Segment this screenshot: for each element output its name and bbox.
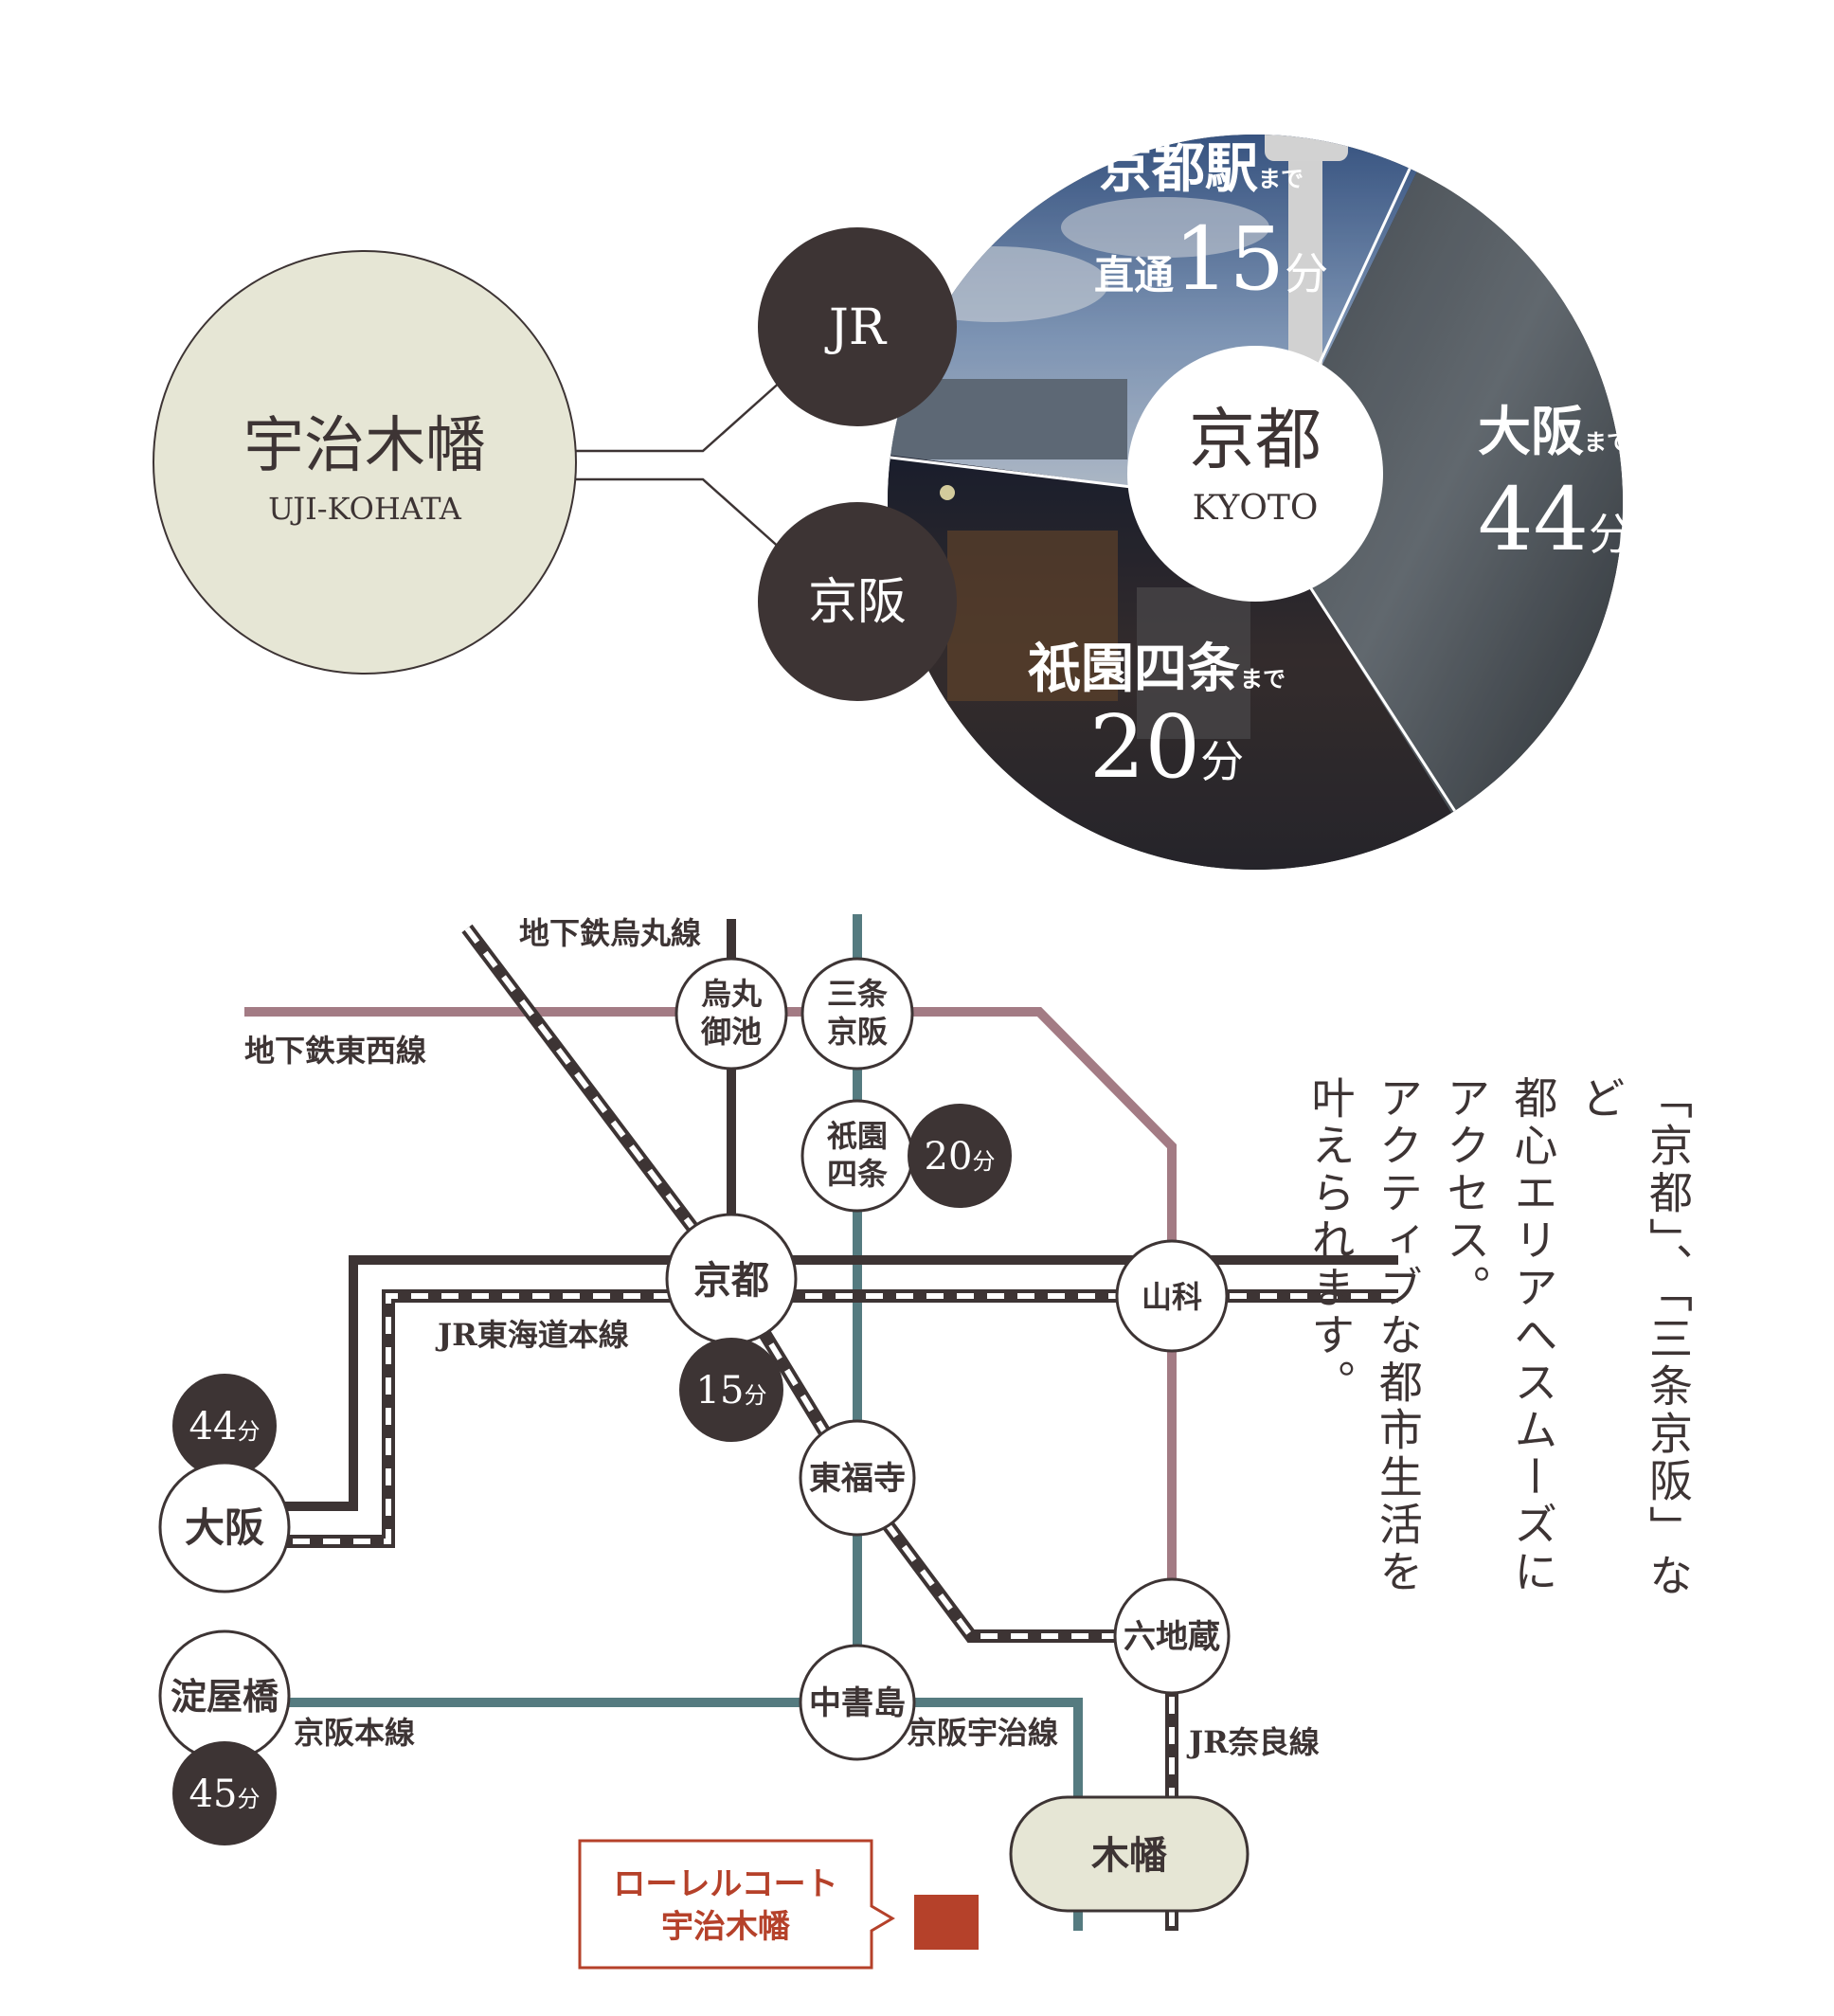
station-kohata: 木幡: [1009, 1795, 1250, 1913]
svg-text:15分: 15分: [696, 1369, 767, 1413]
dest-gion-time: 20分: [1089, 696, 1244, 798]
svg-text:京都: 京都: [693, 1258, 769, 1303]
time-badge-kyoto: 15分: [679, 1338, 783, 1442]
time-badge-osaka: 44分: [172, 1374, 277, 1478]
svg-text:烏丸: 烏丸: [701, 976, 762, 1012]
hub-diagram: 宇治木幡 UJI-KOHATA 京都: [153, 135, 1632, 870]
label-nara-line: JR奈良線: [1186, 1724, 1320, 1760]
osaka-station-photo: [1255, 135, 1623, 870]
svg-text:京阪: 京阪: [827, 1014, 888, 1050]
origin-name: 宇治木幡: [243, 411, 486, 481]
label-tozai-line: 地下鉄東西線: [244, 1033, 426, 1069]
origin-romaji: UJI-KOHATA: [268, 491, 462, 527]
label-karasuma-line: 地下鉄烏丸線: [519, 915, 701, 951]
station-gion-shijo: 祇園 四条: [800, 1099, 914, 1213]
svg-text:大阪: 大阪: [185, 1504, 264, 1551]
tagline-line-3: アクティブな都市生活を叶えられます。: [1304, 1075, 1424, 1596]
center-romaji: KYOTO: [1193, 489, 1319, 528]
station-rokujizo: 六地蔵: [1113, 1577, 1231, 1695]
center-name: 京都: [1189, 401, 1322, 478]
route-map: 地下鉄烏丸線 地下鉄東西線 JR東海道本線 京阪本線 京阪宇治線 JR奈良線 烏…: [158, 914, 1398, 1970]
svg-text:東福寺: 東福寺: [809, 1460, 906, 1498]
station-yamashina: 山科: [1115, 1239, 1229, 1353]
tozai-line: [244, 1007, 1177, 1631]
station-chushojima: 中書島: [799, 1644, 916, 1761]
svg-text:木幡: 木幡: [1091, 1833, 1167, 1878]
svg-text:44分: 44分: [189, 1405, 261, 1449]
svg-text:淀屋橋: 淀屋橋: [171, 1675, 279, 1718]
svg-text:中書島: 中書島: [809, 1684, 906, 1722]
station-sanjo-keihan: 三条 京阪: [800, 957, 914, 1071]
dest-gion-caption: 祇園四条まで: [1028, 638, 1286, 700]
svg-text:宇治木幡: 宇治木幡: [661, 1908, 791, 1946]
center-circle: [1127, 346, 1383, 602]
dest-osaka-time: 44分: [1478, 469, 1632, 570]
svg-text:四条: 四条: [827, 1156, 888, 1192]
dest-kyoto-time: 直通15分: [1094, 208, 1328, 310]
property-marker: [914, 1895, 979, 1950]
label-tokaido-line: JR東海道本線: [435, 1317, 629, 1353]
line-label-keihan: 京阪: [808, 574, 907, 631]
svg-text:20分: 20分: [925, 1135, 996, 1179]
line-circle-keihan: [758, 502, 957, 701]
connector-line: [573, 477, 792, 559]
dest-kyoto-caption: 京都駅まで: [1099, 137, 1304, 200]
time-badge-yodoyabashi: 45分: [172, 1741, 277, 1845]
tagline-line-2: 都心エリアへスムーズにアクセス。: [1440, 1075, 1559, 1596]
station-osaka: 大阪: [158, 1461, 291, 1593]
station-yodoyabashi: 淀屋橋: [158, 1629, 291, 1762]
svg-text:ローレルコート: ローレルコート: [613, 1865, 837, 1903]
station-kyoto: 京都: [665, 1213, 798, 1345]
svg-text:祇園: 祇園: [827, 1118, 888, 1154]
tagline-line-1: 「京都」、「三条京阪」など: [1574, 1075, 1694, 1600]
station-karasuma-oike: 烏丸 御池: [674, 957, 788, 1071]
station-tofukuji: 東福寺: [799, 1419, 916, 1537]
label-keihan-uji-line: 京阪宇治線: [907, 1715, 1058, 1751]
origin-circle: [153, 250, 577, 675]
line-circle-jr: [758, 227, 957, 426]
svg-text:山科: 山科: [1142, 1279, 1202, 1315]
svg-text:御池: 御池: [700, 1014, 762, 1050]
svg-text:45分: 45分: [189, 1773, 261, 1816]
label-keihan-main-line: 京阪本線: [294, 1715, 415, 1751]
svg-text:六地蔵: 六地蔵: [1124, 1618, 1220, 1656]
property-callout: ローレルコート 宇治木幡: [578, 1839, 895, 1970]
tagline: 「京都」、「三条京阪」など 都心エリアへスムーズにアクセス。 アクティブな都市生…: [1296, 1075, 1701, 1606]
svg-text:三条: 三条: [827, 976, 888, 1012]
connector-line: [573, 371, 792, 453]
time-badge-gion: 20分: [908, 1104, 1012, 1208]
tokaido-solid-line: [282, 1255, 1398, 1511]
line-label-jr: JR: [824, 299, 888, 356]
dest-osaka-caption: 大阪まで: [1478, 401, 1629, 463]
